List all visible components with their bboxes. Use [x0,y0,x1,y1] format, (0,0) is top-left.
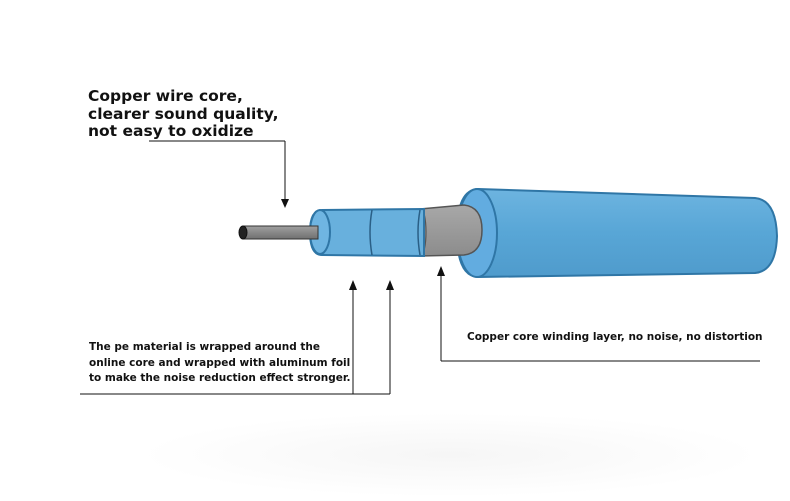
foil-seam-2 [417,209,421,256]
pe-arrow-icon [349,280,357,290]
winding-arrow-icon [437,266,445,276]
core-leader [149,140,289,208]
core-callout-line-1: Copper wire core, [88,87,243,105]
floor-reflection [140,413,760,497]
winding-callout: Copper core winding layer, no noise, no … [467,330,763,346]
pe-foil-callout-line-1: The pe material is wrapped around the [89,341,320,353]
shield-layer [419,204,483,257]
core-callout: Copper wire core, clearer sound quality,… [88,87,279,141]
winding-leader [437,266,760,362]
core-callout-line-2: clearer sound quality, [88,104,279,123]
outer-jacket [455,187,779,279]
pe-foil-leader [80,280,394,395]
pe-foil-callout-line-3: to make the noise reduction effect stron… [89,372,351,384]
core-wire [242,225,319,240]
foil-arrow-icon [386,280,394,290]
core-wire-tip [238,225,248,240]
pe-foil-callout: The pe material is wrapped around the on… [89,340,351,387]
core-callout-line-3: not easy to oxidize [88,122,254,140]
pe-foil-callout-line-2: online core and wrapped with aluminum fo… [89,356,351,369]
winding-callout-line-1: Copper core winding layer, no noise, no … [467,331,763,343]
foil-seam-1 [369,209,373,256]
core-arrow-icon [281,199,289,208]
